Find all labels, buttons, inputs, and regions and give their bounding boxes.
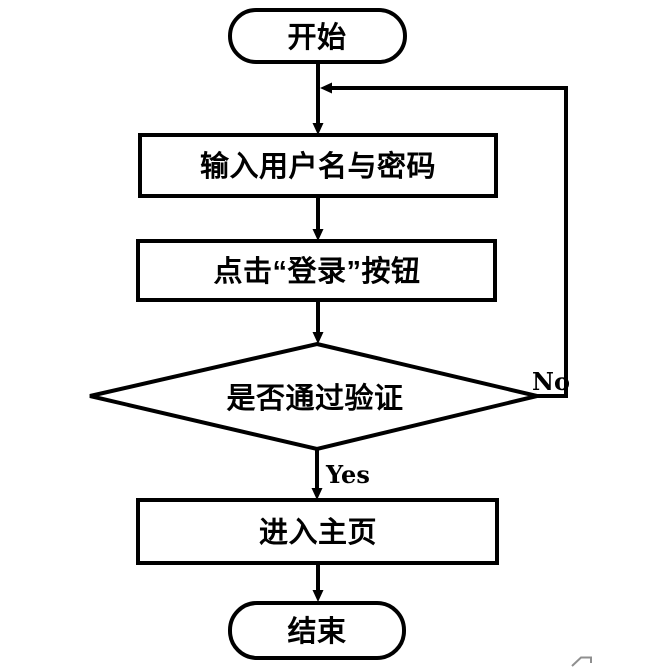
arrowhead-no-loop	[320, 82, 332, 94]
decision-verify-node	[89, 341, 538, 452]
process-enter-home-label: 进入主页	[259, 516, 377, 549]
edge-no-loop	[332, 86, 568, 398]
arrowhead-into-click	[312, 229, 324, 241]
process-click-login-node	[136, 239, 497, 302]
arrowhead-into-input	[312, 123, 324, 135]
arrowhead-into-verify	[312, 332, 324, 344]
start-node-label: 开始	[287, 21, 346, 54]
start-node	[228, 8, 407, 64]
process-input-credentials-label: 输入用户名与密码	[200, 149, 436, 183]
no-edge-label: No	[532, 367, 570, 396]
process-input-credentials-node	[138, 133, 498, 198]
yes-edge-label: Yes	[325, 460, 370, 489]
arrowhead-into-end	[312, 590, 324, 602]
end-node	[228, 601, 406, 660]
process-enter-home-node	[136, 498, 499, 565]
process-click-login-label: 点击“登录”按钮	[213, 255, 420, 288]
arrowhead-into-home	[311, 488, 323, 500]
watermark-fragment	[571, 656, 592, 667]
decision-verify-label: 是否通过验证	[226, 381, 403, 415]
end-node-label: 结束	[287, 615, 346, 648]
